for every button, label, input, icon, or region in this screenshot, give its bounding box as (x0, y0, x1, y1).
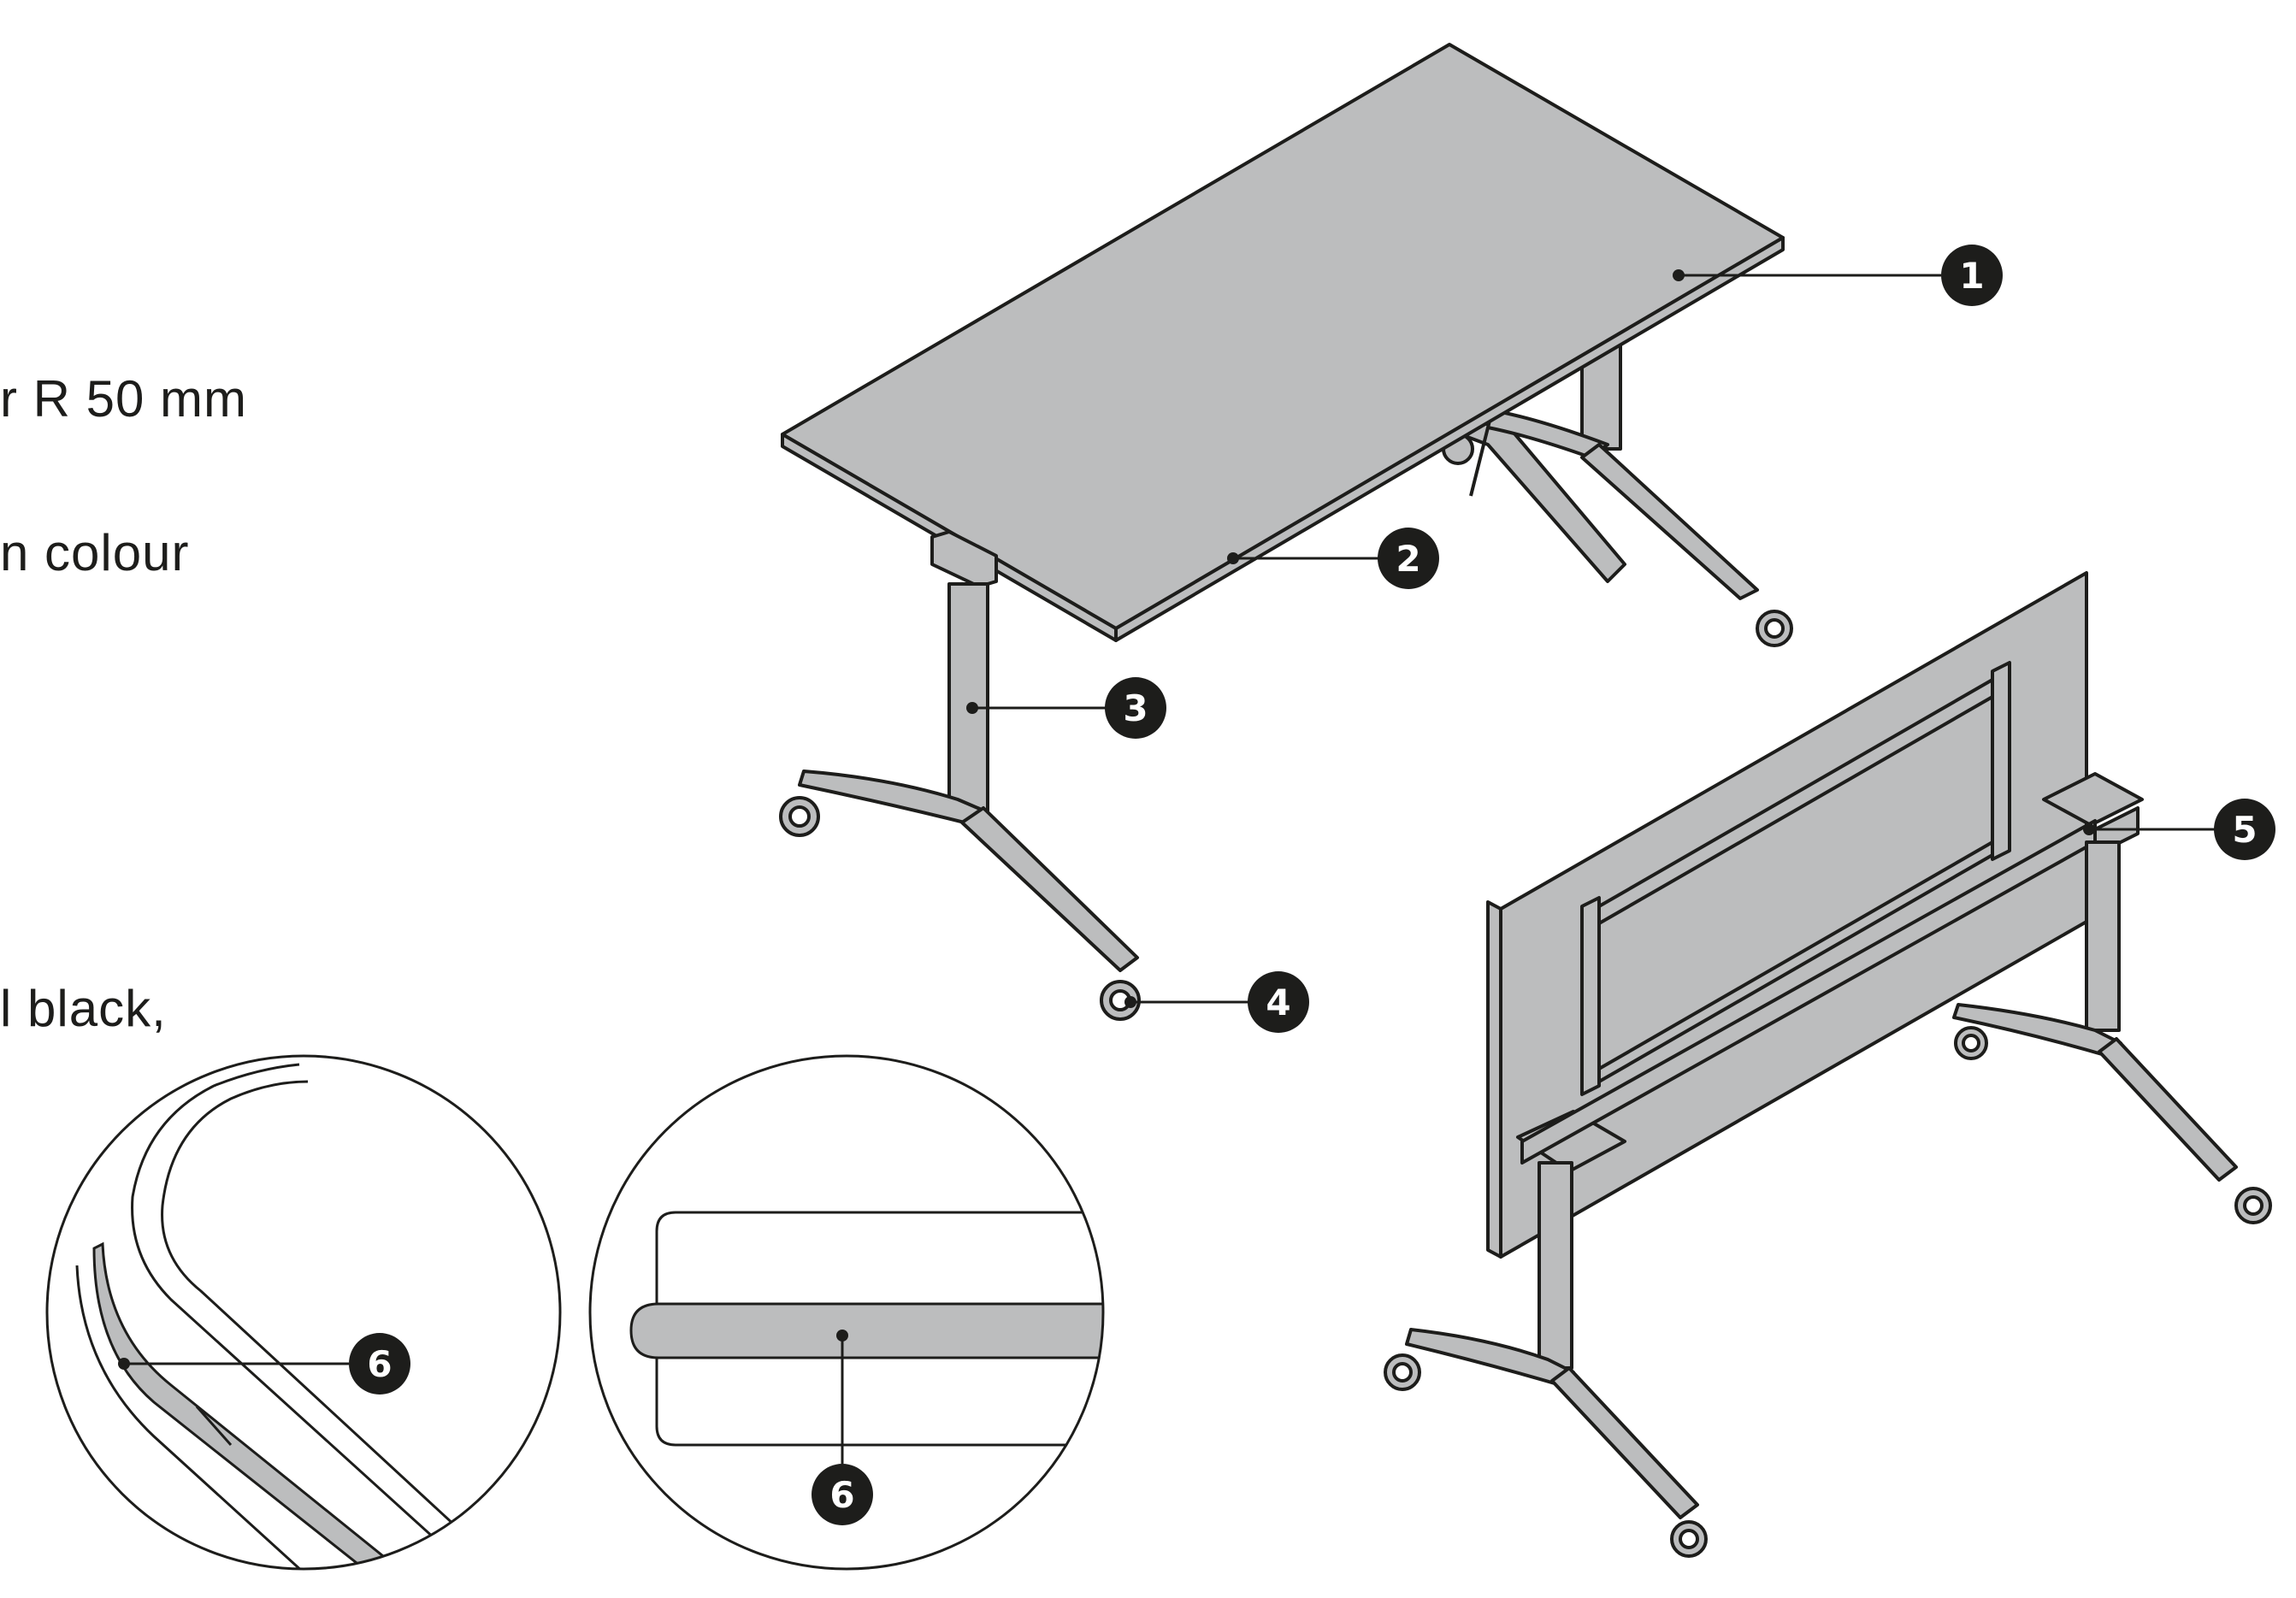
front-leg (779, 582, 1141, 1021)
callout-6-corner-label: 6 (367, 1343, 392, 1385)
text-fragment-radius: r R 50 mm (0, 370, 248, 428)
table-upright (779, 43, 1793, 1021)
callout-3-label: 3 (1123, 687, 1148, 729)
callout-2: 2 (1378, 528, 1439, 589)
callout-5: 5 (2214, 799, 2275, 860)
callout-1: 1 (1941, 245, 2003, 306)
leader-dots (118, 269, 2095, 1370)
callout-6-corner: 6 (349, 1333, 410, 1395)
callout-4-label: 4 (1266, 982, 1290, 1023)
callout-6-profile: 6 (812, 1464, 873, 1525)
callout-3: 3 (1105, 677, 1166, 739)
callout-5-label: 5 (2232, 809, 2257, 851)
text-fragment-black: l black, (0, 980, 167, 1037)
callout-2-label: 2 (1396, 538, 1420, 580)
leader-lines (124, 274, 2215, 1464)
table-folded (1384, 571, 2272, 1558)
callout-1-label: 1 (1959, 255, 1984, 297)
text-fragment-colour: n colour (0, 524, 190, 581)
detail-edge-corner (45, 1054, 562, 1571)
back-leg (1442, 336, 1793, 647)
detail-edge-profile (588, 1054, 1105, 1571)
callout-4: 4 (1248, 971, 1309, 1033)
callout-6-profile-label: 6 (829, 1474, 854, 1516)
